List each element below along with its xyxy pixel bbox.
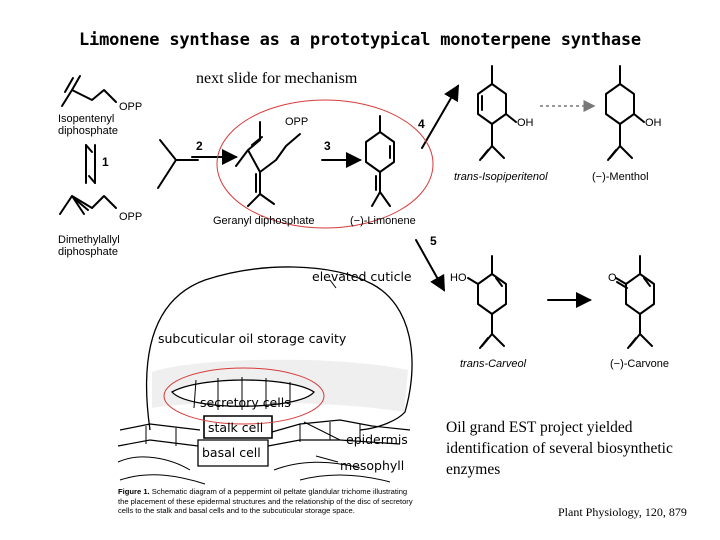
step-4-label: 4 — [418, 117, 425, 131]
dmapp-name-line2: diphosphate — [58, 246, 118, 258]
limonene-structure — [365, 115, 395, 207]
figure-caption-label: Figure 1. — [118, 487, 150, 496]
ipp-structure — [61, 75, 117, 107]
isopiperitenol-name: trans-Isopiperitenol — [454, 171, 548, 183]
step-5-arrow — [415, 239, 445, 292]
dmapp-structure — [59, 195, 117, 215]
citation: Plant Physiology, 120, 879 — [558, 505, 687, 519]
isopiperitenol-oh-label: OH — [517, 117, 534, 129]
stalk-cell-label: stalk cell — [208, 420, 264, 435]
carvone-o-label: O — [608, 272, 617, 284]
menthol-structure — [605, 65, 645, 161]
carvone-name: (−)-Carvone — [610, 358, 669, 370]
dmapp-opp-label: OPP — [119, 211, 143, 223]
figure-caption-text: Schematic diagram of a peppermint oil pe… — [118, 487, 413, 516]
mechanism-note: next slide for mechanism — [196, 70, 358, 87]
secretory-cells-label: secretory cells — [200, 395, 291, 410]
step-1-label: 1 — [102, 155, 109, 169]
isopiperitenol-structure — [477, 65, 517, 161]
dmapp-name-line1: Dimethylallyl — [58, 234, 120, 246]
figure-caption: Figure 1. Schematic diagram of a pepperm… — [118, 487, 418, 516]
ipp-name-line1: Isopentenyl — [58, 113, 115, 125]
limonene-name: (−)-Limonene — [350, 215, 416, 227]
menthol-name: (−)-Menthol — [592, 171, 649, 183]
est-project-note: Oil grand EST project yielded identifica… — [446, 419, 673, 478]
gpp-name: Geranyl diphosphate — [213, 215, 315, 227]
equilibrium-arrows — [85, 144, 96, 184]
carveol-structure — [467, 255, 507, 349]
highlight-circle-pathway — [216, 99, 434, 229]
elevated-cuticle-label: elevated cuticle — [312, 269, 412, 284]
highlight-circle-gland — [163, 367, 325, 425]
mesophyll-label: mesophyll — [340, 458, 405, 473]
carveol-name: trans-Carveol — [460, 358, 527, 370]
ipp-opp-label: OPP — [119, 101, 143, 113]
step-2-label: 2 — [196, 139, 203, 153]
ipp-name-line2: diphosphate — [58, 125, 118, 137]
gpp-opp-label: OPP — [285, 116, 309, 128]
gland-illustration — [117, 266, 413, 485]
step-4-arrow — [421, 84, 460, 149]
carvone-structure — [615, 255, 655, 349]
carveol-ho-label: HO — [450, 272, 467, 284]
menthol-oh-label: OH — [645, 117, 662, 129]
epidermis-label: epidermis — [346, 432, 408, 447]
step-3-label: 3 — [324, 139, 331, 153]
storage-cavity-label: subcuticular oil storage cavity — [158, 331, 347, 346]
slide-title: Limonene synthase as a prototypical mono… — [79, 30, 641, 50]
basal-cell-label: basal cell — [202, 445, 261, 460]
step-5-label: 5 — [430, 234, 437, 248]
gpp-structure — [235, 121, 301, 207]
